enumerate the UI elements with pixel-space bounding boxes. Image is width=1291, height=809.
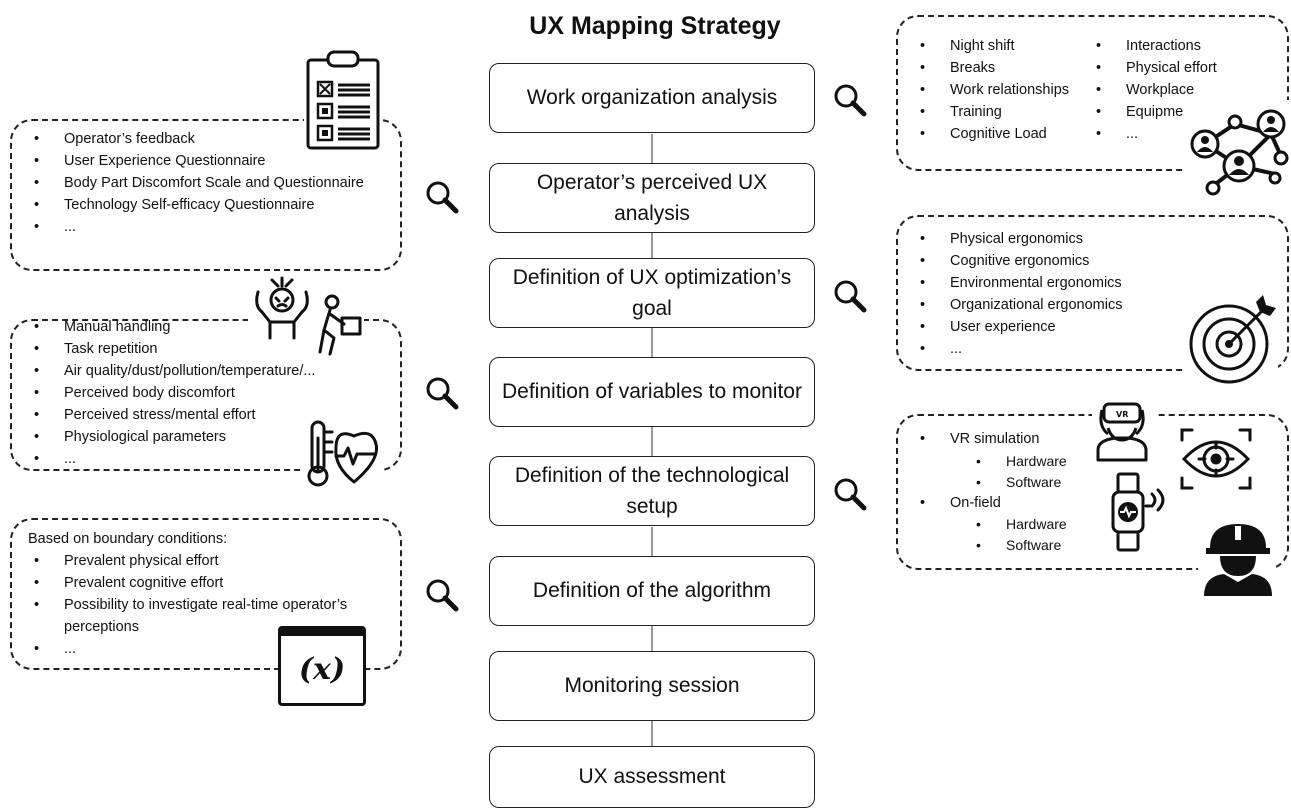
function-label: (x) [298,652,346,687]
tech-setup-sublist-onfield: Hardware Software [976,514,1067,556]
list-item: Software [976,535,1067,556]
list-item: ... [914,338,1122,360]
list-item: ... [28,448,315,470]
connector [651,626,653,652]
connector [651,427,653,457]
tech-setup-list-vr: VR simulation [914,428,1039,450]
list-item: Possibility to investigate real-time ope… [28,594,348,638]
list-item: Equipment [1090,101,1217,123]
step-ux-assessment: UX assessment [489,746,815,808]
list-item: ... [28,638,348,660]
connector [651,328,653,358]
step-variables: Definition of variables to monitor [489,357,815,427]
search-icon [426,181,459,214]
list-item: Prevalent physical effort [28,550,348,572]
algorithm-intro: Based on boundary conditions: [28,531,228,547]
connector [651,233,653,259]
list-item: User experience [914,316,1122,338]
list-item: ... [28,216,378,238]
list-item: Workplace [1090,79,1217,101]
list-item: Organizational ergonomics [914,294,1122,316]
vr-headset-icon: VR [1092,392,1158,462]
connector [651,527,653,557]
vr-label: VR [1116,410,1128,419]
diagram-title: UX Mapping Strategy [529,12,781,40]
search-icon [834,84,867,117]
list-item: ... [1090,123,1217,145]
list-item: Physical ergonomics [914,228,1122,250]
tech-setup-sublist-vr: Hardware Software [976,451,1067,493]
list-item: Physical effort [1090,57,1217,79]
work-organization-list-left: Night shift Breaks Work relationships Tr… [914,35,1069,145]
smartwatch-icon [1110,470,1172,554]
list-item: On-field [914,492,1001,514]
step-algorithm: Definition of the algorithm [489,556,815,626]
list-item: Work relationships [914,79,1069,101]
algorithm-panel [10,518,402,670]
work-organization-panel [896,15,1289,171]
list-item: VR simulation [914,428,1039,450]
list-item: Breaks [914,57,1069,79]
variables-list: Manual handling Task repetition Air qual… [28,316,315,470]
network-people-icon [1183,100,1291,200]
work-organization-list-right: Interactions Physical effort Workplace E… [1090,35,1217,145]
list-item: Prevalent cognitive effort [28,572,348,594]
step-technological-setup: Definition of the technological setup [489,456,815,526]
tech-setup-list-onfield: On-field [914,492,1001,514]
list-item: Task repetition [28,338,315,360]
search-icon [834,478,867,511]
search-icon [426,377,459,410]
target-icon [1184,294,1278,388]
list-item: Environmental ergonomics [914,272,1122,294]
list-item: Body Part Discomfort Scale and Questionn… [28,172,378,194]
list-item: Manual handling [28,316,315,338]
list-item: Hardware [976,451,1067,472]
list-item: Perceived stress/mental effort [28,404,315,426]
step-work-organization: Work organization analysis [489,63,815,133]
list-item: Hardware [976,514,1067,535]
list-item: Technology Self-efficacy Questionnaire [28,194,378,216]
list-item: Air quality/dust/pollution/temperature/.… [28,360,315,382]
optimization-goal-panel [896,215,1289,371]
list-item: Operator’s feedback [28,128,378,150]
step-optimization-goal: Definition of UX optimization’s goal [489,258,815,328]
list-item: Physiological parameters [28,426,315,448]
perceived-ux-list: Operator’s feedback User Experience Ques… [28,128,378,238]
search-icon [834,280,867,313]
optimization-goal-list: Physical ergonomics Cognitive ergonomics… [914,228,1122,360]
list-item: Interactions [1090,35,1217,57]
search-icon [426,579,459,612]
eye-scan-icon [1178,426,1254,492]
connector [651,134,653,164]
worker-helmet-icon [1198,516,1276,596]
step-monitoring-session: Monitoring session [489,651,815,721]
clipboard-checklist-icon [304,50,382,150]
list-item: Night shift [914,35,1069,57]
lifting-person-icon [318,294,364,360]
list-item: Software [976,472,1067,493]
list-item: Training [914,101,1069,123]
health-monitoring-icon [304,418,384,488]
stressed-person-icon [248,276,318,342]
list-item: Cognitive Load [914,123,1069,145]
function-icon: (x) [278,626,366,706]
perceived-ux-panel [10,119,402,271]
list-item: User Experience Questionnaire [28,150,378,172]
list-item: Perceived body discomfort [28,382,315,404]
list-item: Cognitive ergonomics [914,250,1122,272]
connector [651,721,653,747]
step-perceived-ux: Operator’s perceived UX analysis [489,163,815,233]
algorithm-list: Prevalent physical effort Prevalent cogn… [28,550,348,660]
